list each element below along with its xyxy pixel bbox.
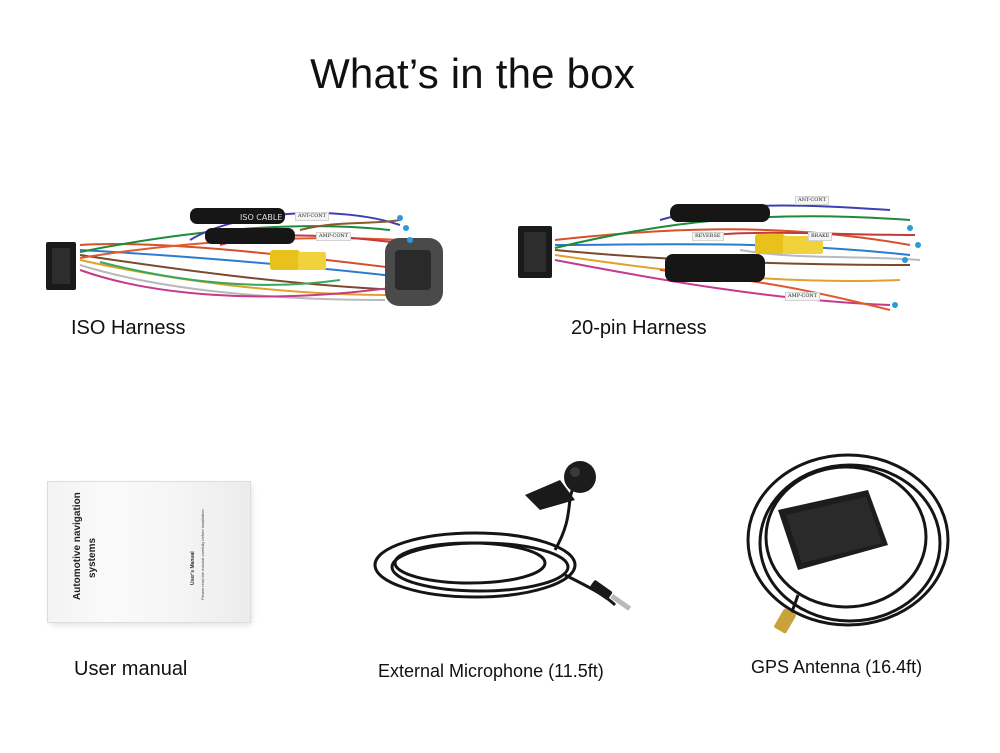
iso-tube-label: ISO CABLE (240, 213, 282, 222)
iso-harness-image: ISO CABLE (46, 208, 443, 306)
user-manual-image (48, 482, 250, 622)
gps-antenna-image (746, 453, 950, 634)
microphone-image (373, 461, 632, 611)
manual-note: Please read the manual carefully before … (200, 509, 205, 600)
manual-title: Automotive navigation systems (72, 492, 98, 600)
caption-microphone: External Microphone (11.5ft) (378, 661, 604, 681)
caption-gps-antenna: GPS Antenna (16.4ft) (751, 657, 923, 677)
iso-tag-ant-cont: ANT-CONT (295, 212, 330, 221)
20pin-tag-reverse: REVERSE (692, 232, 724, 241)
20pin-tag-brake: BRAKE (808, 232, 833, 241)
20pin-harness-image (518, 204, 921, 311)
page-title: What’s in the box (310, 50, 635, 97)
20pin-tag-ant-cont: ANT-CONT (795, 196, 830, 205)
caption-iso-harness: ISO Harness (71, 317, 186, 339)
manual-subtitle: User's Manual (190, 551, 196, 585)
iso-tag-amp-cont: AMP-CONT (316, 232, 352, 241)
caption-20pin-harness: 20-pin Harness (571, 317, 707, 339)
20pin-tag-amp-cont: AMP-CONT (785, 292, 821, 301)
caption-user-manual: User manual (74, 658, 188, 680)
